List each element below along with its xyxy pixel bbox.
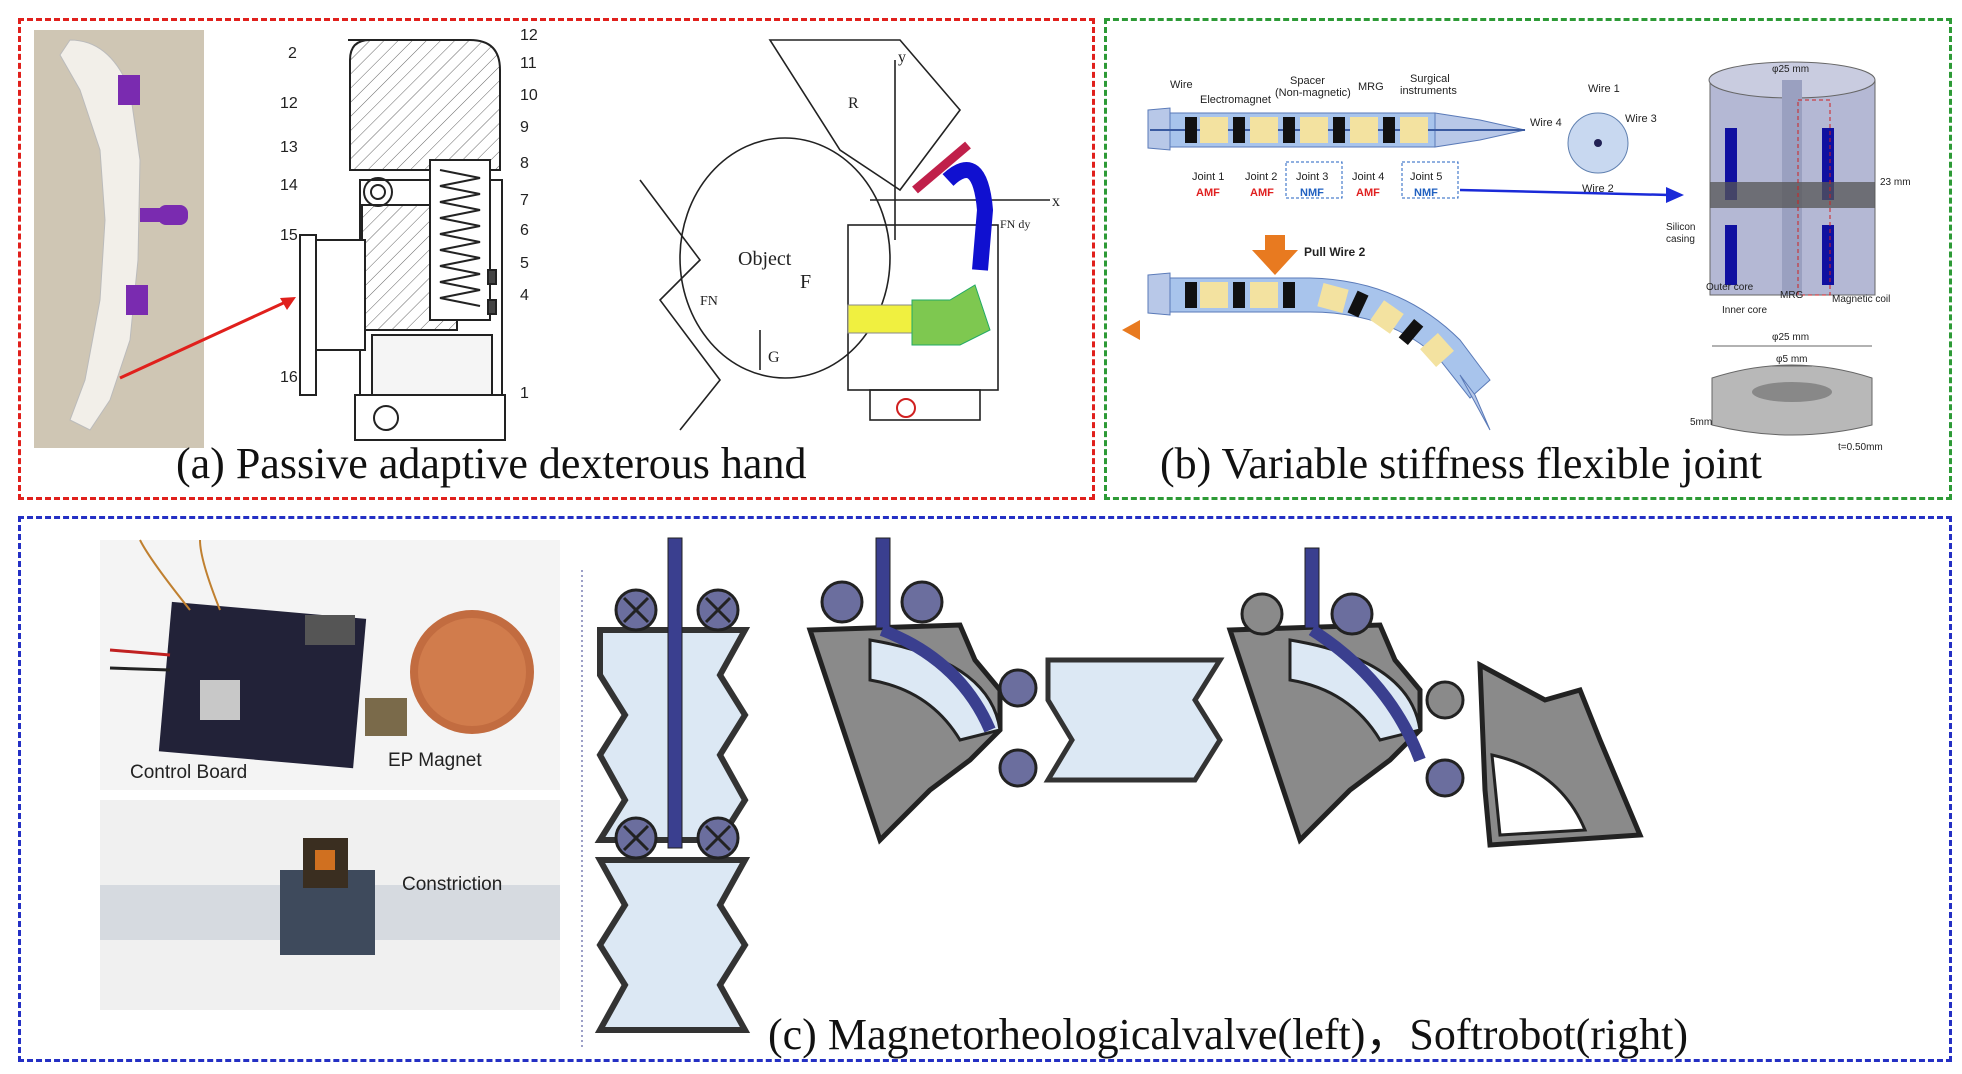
svg-text:(Non-magnetic): (Non-magnetic) bbox=[1275, 87, 1351, 99]
svg-text:NMF: NMF bbox=[1300, 187, 1324, 199]
svg-text:4: 4 bbox=[520, 287, 529, 304]
svg-text:MRG: MRG bbox=[1358, 81, 1384, 93]
panel-b-flexible-joint bbox=[1104, 18, 1952, 500]
svg-text:Object: Object bbox=[738, 248, 792, 270]
svg-text:Wire 4: Wire 4 bbox=[1530, 117, 1562, 129]
svg-text:10: 10 bbox=[520, 87, 538, 104]
softrobot-bent-1 bbox=[806, 537, 1225, 845]
svg-text:Joint 3: Joint 3 bbox=[1296, 171, 1328, 183]
svg-text:F: F bbox=[800, 271, 811, 293]
svg-text:x: x bbox=[1052, 193, 1060, 210]
mechanism-drawing bbox=[299, 39, 506, 441]
svg-text:instruments: instruments bbox=[1400, 85, 1457, 97]
spine-vertical bbox=[667, 537, 683, 849]
joint-chain-labels: Wire Electromagnet Spacer (Non-magnetic)… bbox=[1170, 73, 1457, 199]
svg-text:Joint 5: Joint 5 bbox=[1410, 171, 1442, 183]
svg-text:23 mm: 23 mm bbox=[1880, 177, 1911, 188]
softrobot-bent-2 bbox=[1226, 547, 1644, 848]
svg-text:Surgical: Surgical bbox=[1410, 73, 1450, 85]
panel-c-caption: (c) Magnetorheologicalvalve(left)，Softro… bbox=[768, 1010, 1689, 1059]
pull-arrow bbox=[1252, 235, 1298, 275]
svg-text:Magnetic coil: Magnetic coil bbox=[1832, 294, 1890, 305]
svg-text:Wire: Wire bbox=[1170, 79, 1193, 91]
svg-text:t=0.50mm: t=0.50mm bbox=[1838, 442, 1883, 453]
svg-text:FN dy: FN dy bbox=[1000, 217, 1030, 231]
coil-labels: φ25 mm 23 mm Silicon casing Outer core I… bbox=[1666, 64, 1911, 316]
svg-text:Wire 1: Wire 1 bbox=[1588, 83, 1620, 95]
svg-text:G: G bbox=[768, 349, 780, 366]
callout-arrow bbox=[119, 298, 291, 380]
svg-text:Silicon: Silicon bbox=[1666, 222, 1695, 233]
link-green bbox=[911, 284, 991, 346]
valve-photos bbox=[100, 539, 560, 1010]
kinematic-labels: Object F FN G R x y FN dy bbox=[700, 49, 1060, 366]
detail-arrow bbox=[1459, 188, 1671, 197]
svg-text:Joint 1: Joint 1 bbox=[1192, 171, 1224, 183]
link-blue bbox=[942, 162, 994, 271]
svg-text:casing: casing bbox=[1666, 234, 1695, 245]
svg-text:15: 15 bbox=[280, 227, 298, 244]
svg-text:5mm: 5mm bbox=[1690, 417, 1712, 428]
svg-text:φ25 mm: φ25 mm bbox=[1772, 64, 1809, 75]
svg-text:7: 7 bbox=[520, 192, 529, 209]
svg-text:Inner core: Inner core bbox=[1722, 305, 1767, 316]
svg-text:EP Magnet: EP Magnet bbox=[388, 750, 482, 771]
part-2: 2 bbox=[288, 45, 297, 62]
svg-text:FN: FN bbox=[700, 294, 718, 309]
svg-text:11: 11 bbox=[520, 55, 537, 72]
svg-text:MRG: MRG bbox=[1780, 290, 1804, 301]
finger-photo bbox=[34, 30, 204, 448]
svg-text:Joint 4: Joint 4 bbox=[1352, 171, 1384, 183]
straight-joint-chain bbox=[1147, 107, 1526, 199]
joint-crosses bbox=[622, 596, 732, 852]
part-number-labels: 2 11 10 9 8 7 6 5 4 1 12 12 13 14 15 16 bbox=[280, 27, 538, 402]
svg-text:5: 5 bbox=[520, 255, 529, 272]
svg-text:AMF: AMF bbox=[1250, 187, 1274, 199]
svg-text:12: 12 bbox=[520, 27, 538, 44]
link-red bbox=[912, 141, 971, 194]
svg-text:Wire 2: Wire 2 bbox=[1582, 183, 1614, 195]
svg-text:16: 16 bbox=[280, 369, 298, 386]
disk-section bbox=[1711, 345, 1873, 436]
svg-text:Wire 3: Wire 3 bbox=[1625, 113, 1657, 125]
svg-text:6: 6 bbox=[520, 222, 529, 239]
panel-c-valve-softrobot bbox=[18, 516, 1952, 1062]
panel-a-passive-hand bbox=[18, 18, 1095, 500]
panel-a-caption: (a) Passive adaptive dexterous hand bbox=[176, 439, 807, 488]
svg-text:14: 14 bbox=[280, 177, 298, 194]
section-labels: φ25 mm φ5 mm 5mm t=0.50mm bbox=[1690, 332, 1883, 453]
svg-text:1: 1 bbox=[520, 385, 529, 402]
svg-text:9: 9 bbox=[520, 119, 529, 136]
svg-text:Constriction: Constriction bbox=[402, 874, 502, 895]
coil-cutaway bbox=[1708, 61, 1876, 296]
photo-labels: Control Board EP Magnet Constriction bbox=[130, 750, 502, 895]
svg-text:AMF: AMF bbox=[1356, 187, 1380, 199]
svg-text:Electromagnet: Electromagnet bbox=[1200, 94, 1271, 106]
svg-text:AMF: AMF bbox=[1196, 187, 1220, 199]
bent-joint-chain bbox=[1147, 272, 1491, 431]
link-yellow bbox=[847, 304, 914, 334]
svg-text:12: 12 bbox=[280, 95, 298, 112]
svg-text:Spacer: Spacer bbox=[1290, 75, 1325, 87]
svg-text:NMF: NMF bbox=[1414, 187, 1438, 199]
wire-cross-section: Wire 1 Wire 2 Wire 3 Wire 4 bbox=[1530, 83, 1657, 195]
svg-text:φ25 mm: φ25 mm bbox=[1772, 332, 1809, 343]
svg-text:13: 13 bbox=[280, 139, 298, 156]
pull-wire-label: Pull Wire 2 bbox=[1304, 245, 1366, 259]
panel-b-caption: (b) Variable stiffness flexible joint bbox=[1160, 439, 1763, 488]
svg-text:Outer core: Outer core bbox=[1706, 282, 1754, 293]
svg-text:y: y bbox=[898, 49, 906, 66]
svg-text:φ5 mm: φ5 mm bbox=[1776, 354, 1807, 365]
svg-text:Control Board: Control Board bbox=[130, 762, 247, 783]
svg-text:Joint 2: Joint 2 bbox=[1245, 171, 1277, 183]
svg-text:8: 8 bbox=[520, 155, 529, 172]
svg-text:R: R bbox=[848, 95, 859, 112]
